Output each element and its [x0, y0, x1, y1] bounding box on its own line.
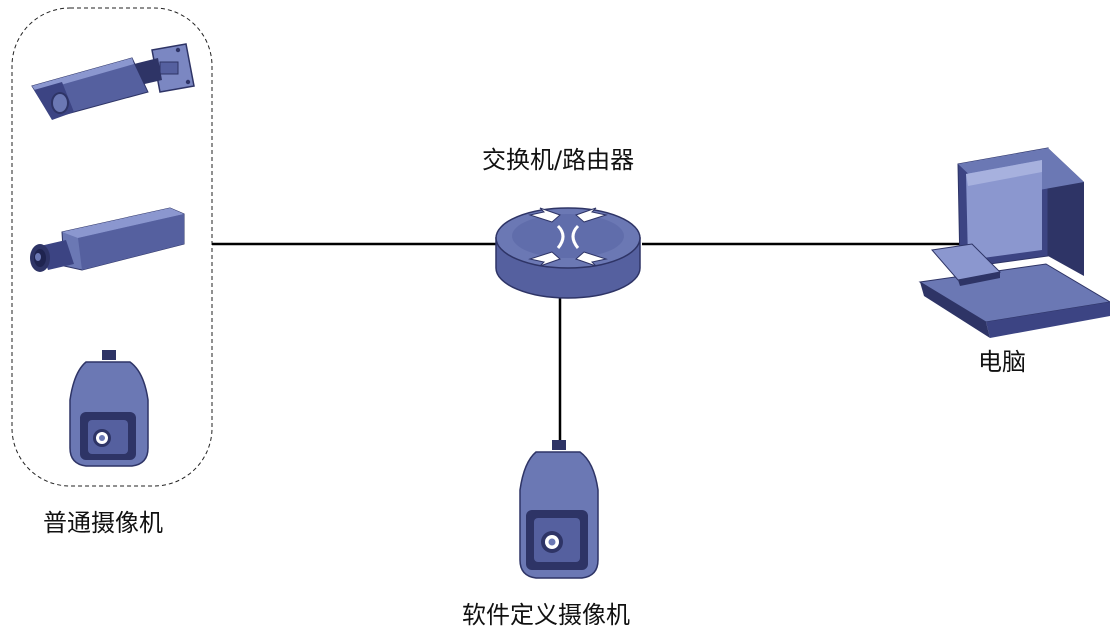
normal-cameras-label: 普通摄像机	[43, 509, 163, 537]
bullet-camera-icon	[31, 43, 195, 120]
software-defined-camera-label: 软件定义摄像机	[462, 601, 630, 629]
ptz-dome-camera-icon	[69, 350, 149, 467]
router-label: 交换机/路由器	[482, 146, 635, 174]
router-icon	[495, 207, 641, 299]
camera-group-boundary	[11, 7, 213, 487]
box-camera-icon	[30, 207, 185, 272]
desktop-computer-icon	[918, 147, 1110, 338]
pc-label: 电脑	[978, 348, 1026, 376]
ptz-dome-camera-icon	[519, 440, 599, 579]
